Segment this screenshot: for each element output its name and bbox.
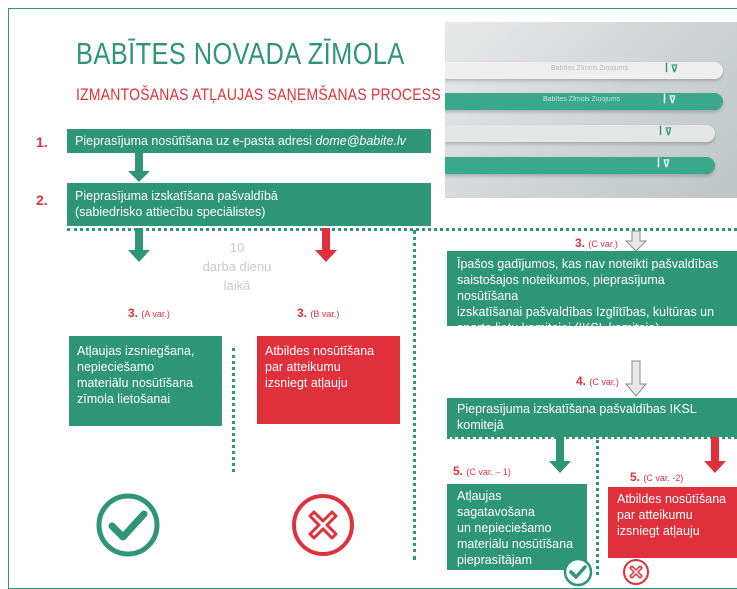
arrow-down-outline-icon xyxy=(624,360,648,397)
step5b-line: par atteikumu xyxy=(617,508,693,522)
pen-logo: ꟾ ⊽ xyxy=(665,64,679,75)
pen-white-1: Babītes Zīmols Ziņojums ꟾ ⊽ xyxy=(445,62,723,79)
step2-box: Pieprasījuma izskatīšana pašvaldībā (sab… xyxy=(67,183,431,226)
step1-email: dome@babite.lv xyxy=(315,134,406,148)
step5b-label: 5. (C var. -2) xyxy=(630,470,683,484)
small-check-icon xyxy=(563,557,593,587)
step1-text: Pieprasījuma nosūtīšana uz e-pasta adres… xyxy=(75,134,316,148)
step3a-variant: (A var.) xyxy=(141,309,170,319)
step3a-label: 3. (A var.) xyxy=(128,306,170,320)
step3a-number: 3. xyxy=(128,306,139,320)
step5a-label: 5. (C var. – 1) xyxy=(453,464,511,478)
time-note-number: 10 xyxy=(229,240,245,255)
step3b-line: izsniegt atļauju xyxy=(265,376,348,390)
pen-imprint: Babītes Zīmols Ziņojums xyxy=(543,96,621,103)
page-subtitle: IZMANTOŠANAS ATĻAUJAS SAŅEMŠANAS PROCESS xyxy=(76,85,441,104)
pen-logo: ꟾ ⊽ xyxy=(659,127,673,138)
step5b-line: izsniegt atļauju xyxy=(617,524,700,538)
step2-line1: Pieprasījuma izskatīšana pašvaldībā xyxy=(75,189,278,203)
step3c-line: saistošajos noteikumos, pieprasījuma nos… xyxy=(457,273,665,303)
step3b-line: Atbildes nosūtīšana xyxy=(265,344,375,358)
step3c-number: 3. xyxy=(575,236,586,250)
dotted-divider-h2 xyxy=(447,436,737,439)
dotted-divider xyxy=(67,228,737,231)
step1-box: Pieprasījuma nosūtīšana uz e-pasta adres… xyxy=(67,129,431,153)
step1-number: 1. xyxy=(36,134,48,150)
step4-box: Pieprasījuma izskatīšana pašvaldības IKS… xyxy=(447,398,737,437)
step5a-number: 5. xyxy=(453,464,464,478)
step2-number: 2. xyxy=(36,192,48,208)
dotted-divider-v1 xyxy=(232,348,235,472)
step3a-line: zīmola lietošanai xyxy=(77,392,171,406)
step3b-variant: (B var.) xyxy=(310,309,340,319)
arrow-down-icon xyxy=(549,437,571,473)
step4-label: 4. (C var.) xyxy=(576,374,619,388)
step3a-line: Atļaujas izsniegšana, xyxy=(77,344,195,358)
step3c-label: 3. (C var.) xyxy=(575,236,618,250)
step2-line2: (sabiedrisko attiecību speciālistes) xyxy=(75,205,266,219)
step3a-box: Atļaujas izsniegšana, nepieciešamo mater… xyxy=(69,336,222,426)
check-icon xyxy=(96,493,160,557)
step5a-line: pieprasītājam xyxy=(457,553,533,567)
pen-logo: ꟾ ⊽ xyxy=(663,95,677,106)
step5a-line: materiālu nosūtīšana xyxy=(457,537,574,551)
step3b-number: 3. xyxy=(297,306,308,320)
pen-logo: ꟾ ⊽ xyxy=(657,159,671,170)
step3b-box: Atbildes nosūtīšana par atteikumu izsnie… xyxy=(257,336,400,424)
step4-number: 4. xyxy=(576,374,587,388)
arrow-down-icon xyxy=(128,228,150,262)
step3c-box: Īpašos gadījumos, kas nav noteikti pašva… xyxy=(447,251,737,335)
step3a-line: nepieciešamo xyxy=(77,360,155,374)
step5b-number: 5. xyxy=(630,470,641,484)
step5a-line: Atļaujas sagatavošana xyxy=(457,489,535,519)
step4-line: Pieprasījuma izskatīšana pašvaldības IKS… xyxy=(457,402,697,416)
step4-variant: (C var.) xyxy=(589,377,619,387)
time-note-line2: darba dienu xyxy=(202,259,272,274)
pen-white-2: ꟾ ⊽ xyxy=(445,125,715,142)
pen-green-1: Babītes Zīmols Ziņojums ꟾ ⊽ xyxy=(445,93,723,110)
step5b-line: Atbildes nosūtīšana xyxy=(617,492,727,506)
arrow-down-icon xyxy=(128,153,150,182)
pens-photo: Babītes Zīmols Ziņojums ꟾ ⊽ Babītes Zīmo… xyxy=(445,22,737,198)
step5a-variant: (C var. – 1) xyxy=(466,467,511,477)
time-note: 10 darba dienu laikā xyxy=(192,238,282,295)
time-note-line3: laikā xyxy=(223,278,251,293)
page-title: BABĪTES NOVADA ZĪMOLA xyxy=(76,36,405,71)
arrow-down-red-icon xyxy=(315,228,337,262)
step3c-line: sporta lietu komitejai (IKSL komiteja) xyxy=(457,321,660,335)
step3b-label: 3. (B var.) xyxy=(297,306,339,320)
step5a-box: Atļaujas sagatavošana un nepieciešamo ma… xyxy=(447,484,587,570)
step3c-line: izskatīšanai pašvaldības Izglītības, kul… xyxy=(457,305,715,319)
arrow-down-outline-icon xyxy=(624,230,648,252)
step3b-line: par atteikumu xyxy=(265,360,341,374)
step5a-line: un nepieciešamo xyxy=(457,521,552,535)
small-cross-icon xyxy=(623,559,649,585)
step4-line: komitejā xyxy=(457,418,504,432)
arrow-down-red-icon xyxy=(704,437,726,473)
step5b-box: Atbildes nosūtīšana par atteikumu izsnie… xyxy=(608,487,737,558)
step3c-variant: (C var.) xyxy=(588,239,618,249)
dotted-divider-v2 xyxy=(413,230,416,560)
step3a-line: materiālu nosūtīšana xyxy=(77,376,194,390)
pen-imprint: Babītes Zīmols Ziņojums xyxy=(551,65,629,72)
cross-icon xyxy=(292,494,354,556)
pen-green-2: ꟾ ⊽ xyxy=(445,157,715,174)
dotted-divider-v3 xyxy=(596,440,599,575)
step5b-variant: (C var. -2) xyxy=(643,473,684,483)
step3c-line: Īpašos gadījumos, kas nav noteikti pašva… xyxy=(457,257,719,271)
